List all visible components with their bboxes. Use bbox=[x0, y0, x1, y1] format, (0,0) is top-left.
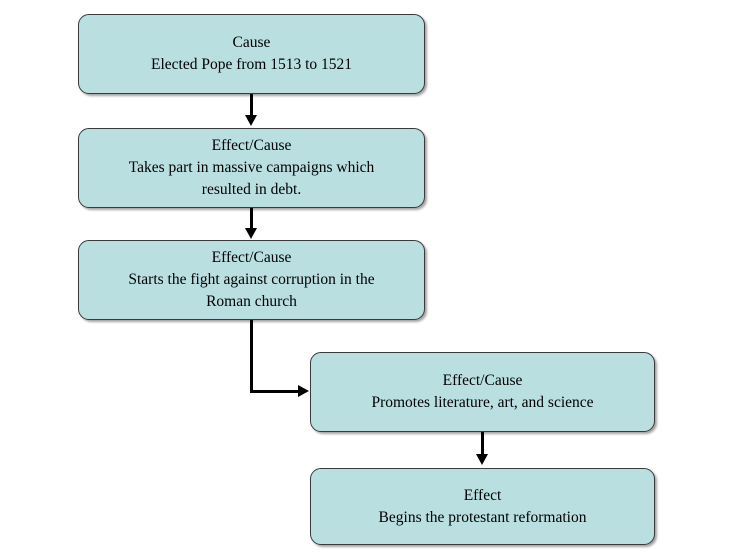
flowchart-node-promotes[interactable]: Effect/Cause Promotes literature, art, a… bbox=[310, 352, 655, 432]
connector-line-vertical bbox=[250, 208, 253, 230]
node-campaigns-body-line2: resulted in debt. bbox=[201, 181, 302, 198]
node-cause-body: Elected Pope from 1513 to 1521 bbox=[150, 56, 353, 73]
node-corruption-body-line2: Roman church bbox=[206, 293, 297, 310]
node-campaigns-body-line1: Takes part in massive campaigns which bbox=[128, 159, 375, 176]
arrowhead-down-icon bbox=[476, 454, 488, 465]
arrowhead-down-icon bbox=[245, 228, 257, 239]
connector-line-horizontal bbox=[250, 390, 300, 393]
node-cause-heading: Cause bbox=[232, 34, 271, 51]
node-promotes-heading: Effect/Cause bbox=[442, 372, 523, 389]
node-corruption-body-line1: Starts the fight against corruption in t… bbox=[128, 271, 375, 288]
connector-line-vertical bbox=[250, 320, 253, 393]
arrowhead-down-icon bbox=[245, 115, 257, 126]
arrowhead-right-icon bbox=[298, 385, 309, 397]
connector-line-vertical bbox=[481, 432, 484, 456]
node-reformation-body: Begins the protestant reformation bbox=[378, 508, 587, 526]
flowchart-node-reformation[interactable]: Effect Begins the protestant reformation bbox=[310, 468, 655, 545]
node-reformation-heading: Effect bbox=[463, 486, 502, 504]
node-corruption-heading: Effect/Cause bbox=[211, 249, 292, 266]
flowchart-node-cause[interactable]: Cause Elected Pope from 1513 to 1521 bbox=[78, 14, 425, 94]
node-promotes-body: Promotes literature, art, and science bbox=[371, 394, 594, 411]
connector-line-vertical bbox=[250, 94, 253, 117]
flowchart-node-corruption[interactable]: Effect/Cause Starts the fight against co… bbox=[78, 240, 425, 320]
flowchart-node-campaigns[interactable]: Effect/Cause Takes part in massive campa… bbox=[78, 128, 425, 208]
node-campaigns-heading: Effect/Cause bbox=[211, 137, 292, 154]
